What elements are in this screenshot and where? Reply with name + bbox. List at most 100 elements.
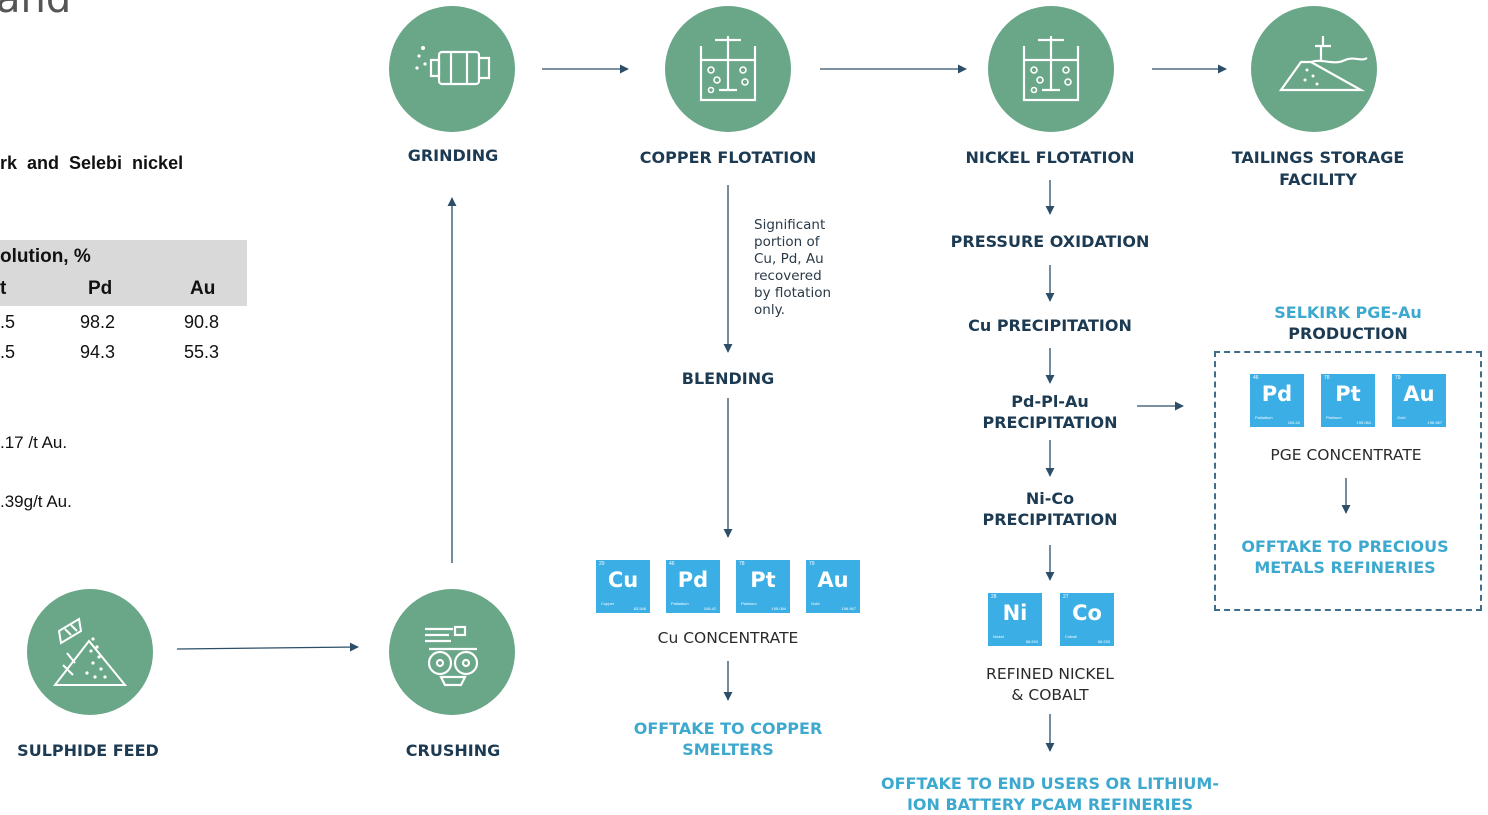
tile-symbol: Pd <box>677 568 709 592</box>
table-row2-au: 55.3 <box>184 342 220 362</box>
tile-symbol: Pt <box>750 568 776 592</box>
flotation-note-line: recovered <box>754 268 822 284</box>
tile-atomic-number: 78 <box>1324 375 1330 381</box>
tile-name: Copper <box>601 601 615 606</box>
tile-name: Gold <box>1397 415 1406 420</box>
label-selkirk-1: SELKIRK PGE-Au <box>1274 303 1422 322</box>
table-row1-pt: .5 <box>0 312 16 332</box>
stockpile-icon <box>52 617 128 686</box>
tile-mass: 58.933 <box>1097 639 1110 644</box>
recovery-table-header <box>0 240 247 306</box>
label-pge-concentrate: PGE CONCENTRATE <box>1270 446 1422 464</box>
flotation-cell-icon <box>699 36 757 102</box>
grinding-circle <box>389 6 515 132</box>
table-row1-pd: 98.2 <box>80 312 116 332</box>
label-crushing: CRUSHING <box>405 741 501 760</box>
left-text-panel: and rk and Selebi nickel olution, % t Pd… <box>0 0 260 560</box>
tile-atomic-number: 46 <box>669 561 675 567</box>
tile-name: Platinum <box>1326 415 1342 420</box>
crusher-icon <box>425 625 479 687</box>
label-nickel-flotation: NICKEL FLOTATION <box>965 148 1135 167</box>
crushing-circle <box>389 589 515 715</box>
table-row1-au: 90.8 <box>184 312 220 332</box>
tailings-circle <box>1251 6 1377 132</box>
left-title-fragment: and <box>0 0 71 22</box>
tile-mass: 195.084 <box>771 606 786 611</box>
label-offtake-end-2: ION BATTERY PCAM REFINERIES <box>906 795 1194 814</box>
table-row2-pt: .5 <box>0 342 16 362</box>
flotation-note-line: Significant <box>754 217 826 233</box>
tile-mass: 106.42 <box>1287 420 1300 425</box>
label-selkirk-2: PRODUCTION <box>1288 324 1408 343</box>
element-tile-co: 27 Co Cobalt 58.933 <box>1060 593 1114 646</box>
tile-mass: 106.42 <box>703 606 716 611</box>
tile-symbol: Pt <box>1335 382 1361 406</box>
label-cu-precipitation: Cu PRECIPITATION <box>968 316 1132 335</box>
table-col-pd: Pd <box>88 278 113 299</box>
tile-mass: 196.967 <box>841 606 856 611</box>
tile-mass: 63.546 <box>633 606 646 611</box>
table-col-au: Au <box>190 278 216 299</box>
tile-atomic-number: 27 <box>1063 594 1069 600</box>
tile-atomic-number: 78 <box>739 561 745 567</box>
element-tile-pd: 46 Pd Palladium 106.42 <box>666 560 720 613</box>
element-tile-cu: 29 Cu Copper 63.546 <box>596 560 650 613</box>
label-offtake-copper-2: SMELTERS <box>682 740 774 759</box>
tile-atomic-number: 79 <box>1395 375 1401 381</box>
element-tile-pt: 78 Pt Platinum 195.084 <box>1321 374 1375 427</box>
tile-symbol: Ni <box>1002 601 1028 625</box>
label-tailings-1: TAILINGS STORAGE <box>1231 148 1405 167</box>
table-row2-pd: 94.3 <box>80 342 116 362</box>
label-copper-flotation: COPPER FLOTATION <box>639 148 817 167</box>
copper-flotation-circle <box>665 6 791 132</box>
label-blending: BLENDING <box>681 369 775 388</box>
tile-symbol: Co <box>1072 601 1102 625</box>
tile-symbol: Pd <box>1261 382 1293 406</box>
flotation-note: Significant portion of Cu, Pd, Au recove… <box>754 217 831 319</box>
label-pge-precipitation-1: Pd-Pl-Au <box>1011 392 1089 411</box>
label-cu-concentrate: Cu CONCENTRATE <box>657 629 799 647</box>
tile-atomic-number: 79 <box>809 561 815 567</box>
label-offtake-end-1: OFFTAKE TO END USERS OR LITHIUM- <box>881 774 1219 793</box>
flotation-note-line: Cu, Pd, Au <box>754 251 824 267</box>
flotation-note-line: portion of <box>754 234 820 250</box>
tile-name: Palladium <box>1255 415 1273 420</box>
tile-name: Gold <box>811 601 820 606</box>
tile-name: Platinum <box>741 601 757 606</box>
arrow-feed-to-crushing <box>176 642 359 652</box>
table-header-dissolution: olution, % <box>0 246 91 267</box>
element-tile-pd: 46 Pd Palladium 106.42 <box>1250 374 1304 427</box>
left-note-2: .39g/t Au. <box>0 492 72 511</box>
tile-atomic-number: 46 <box>1253 375 1259 381</box>
sulphide-feed-circle <box>27 589 153 715</box>
selkirk-production-box <box>1214 351 1482 611</box>
label-tailings-2: FACILITY <box>1279 170 1357 189</box>
tile-symbol: Au <box>817 568 849 592</box>
flotation-note-line: only. <box>754 302 785 318</box>
label-nico-precipitation-2: PRECIPITATION <box>982 510 1118 529</box>
tile-symbol: Au <box>1403 382 1435 406</box>
element-tile-au: 79 Au Gold 196.967 <box>806 560 860 613</box>
label-offtake-precious-2: METALS REFINERIES <box>1254 558 1436 577</box>
tailings-dam-icon <box>1278 36 1368 92</box>
label-offtake-copper-1: OFFTAKE TO COPPER <box>633 719 823 738</box>
flotation-cell-icon <box>1022 36 1080 102</box>
label-sulphide-feed: SULPHIDE FEED <box>17 741 159 760</box>
tile-symbol: Cu <box>607 568 639 592</box>
label-refined-2: & COBALT <box>1011 686 1089 704</box>
label-pressure-oxidation: PRESSURE OXIDATION <box>950 232 1150 251</box>
flotation-note-line: by flotation <box>754 285 832 301</box>
left-heading-fragment: rk and Selebi nickel <box>0 153 184 173</box>
label-pge-precipitation-2: PRECIPITATION <box>982 413 1118 432</box>
tile-mass: 196.967 <box>1427 420 1442 425</box>
tile-atomic-number: 28 <box>991 594 997 600</box>
grinding-mill-icon <box>415 46 491 86</box>
tile-atomic-number: 29 <box>599 561 605 567</box>
label-nico-precipitation-1: Ni-Co <box>1025 489 1075 508</box>
tile-name: Palladium <box>671 601 689 606</box>
element-tile-au: 79 Au Gold 196.967 <box>1392 374 1446 427</box>
tile-mass: 58.693 <box>1025 639 1038 644</box>
tile-name: Cobalt <box>1065 634 1077 639</box>
table-col-pt: t <box>0 278 7 299</box>
